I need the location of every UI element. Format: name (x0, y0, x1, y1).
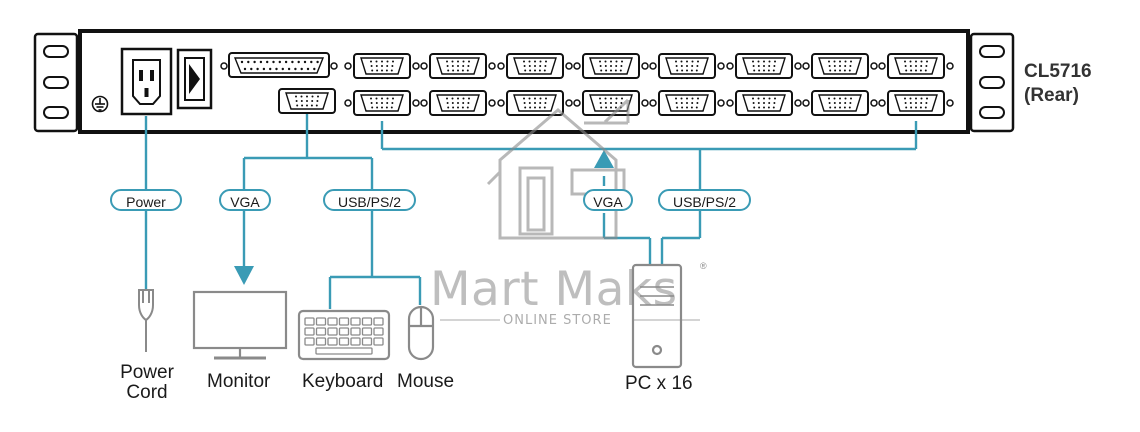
vga-port-icon (278, 88, 336, 114)
vga-port-icon (878, 90, 954, 116)
ground-icon (91, 95, 109, 113)
vga-port-icon (802, 90, 878, 116)
arrow-to-monitor (234, 266, 254, 285)
device-view: (Rear) (1024, 84, 1079, 106)
vga-port-icon (573, 90, 649, 116)
mouse-icon (407, 305, 435, 361)
kvm-chassis (78, 29, 970, 134)
vga-port-icon (420, 90, 496, 116)
vga-port-icon (726, 53, 802, 79)
power-cord-label: Power Cord (118, 363, 176, 403)
watermark-registered: ® (700, 261, 707, 271)
usb-console-label: USB/PS/2 (323, 189, 416, 211)
vga-console-label: VGA (219, 189, 271, 211)
left-rack-ear (33, 32, 79, 133)
monitor-label: Monitor (207, 371, 271, 392)
vga-port-icon (726, 90, 802, 116)
vga-pc-label: VGA (583, 189, 633, 211)
power-inlet-icon (120, 47, 173, 116)
vga-port-icon (497, 90, 573, 116)
vga-port-icon (878, 53, 954, 79)
power-cord-label-line1: Power (120, 362, 174, 383)
vga-port-icon (344, 53, 420, 79)
vga-port-icon (344, 90, 420, 116)
device-title: CL5716 (Rear) (1024, 60, 1092, 108)
vga-port-icon (420, 53, 496, 79)
device-model: CL5716 (1024, 61, 1092, 82)
cable-lines (144, 114, 918, 309)
pc-port-array (278, 53, 954, 116)
vga-port-icon (649, 90, 725, 116)
pc-tower-icon (631, 263, 683, 369)
power-switch-icon (176, 48, 213, 110)
power-cord-label-line2: Cord (126, 381, 168, 403)
monitor-icon (192, 290, 288, 360)
usb-pc-label: USB/PS/2 (658, 189, 751, 211)
watermark-brand: Mart Maks (430, 262, 678, 317)
keyboard-icon (297, 309, 391, 361)
power-plug-icon (138, 289, 154, 352)
arrow-to-kvm (594, 150, 614, 168)
keyboard-label: Keyboard (302, 371, 384, 392)
vga-port-icon (497, 53, 573, 79)
vga-port-icon (573, 53, 649, 79)
db25-port-icon (220, 52, 338, 78)
power-cable-label: Power (110, 189, 182, 211)
vga-port-icon (802, 53, 878, 79)
watermark-tagline: ONLINE STORE (503, 313, 612, 328)
mouse-label: Mouse (397, 371, 455, 392)
vga-port-icon (649, 53, 725, 79)
right-rack-ear (969, 32, 1015, 133)
pc-label: PC x 16 (625, 373, 693, 394)
